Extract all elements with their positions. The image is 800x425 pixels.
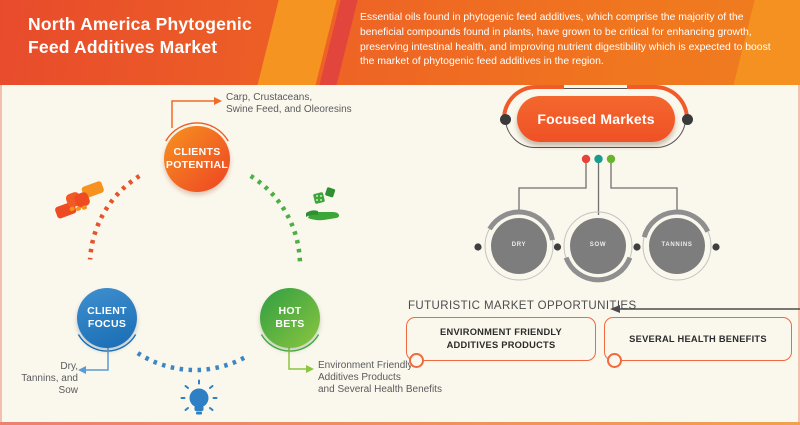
annotation-line: Carp, Crustaceans, bbox=[226, 92, 313, 103]
opportunities-heading: FUTURISTIC MARKET OPPORTUNITIES bbox=[408, 300, 637, 312]
opportunity-box-environment: ENVIRONMENT FRIENDLY ADDITIVES PRODUCTS bbox=[406, 317, 596, 361]
client-focus-label-line1: CLIENT bbox=[87, 304, 127, 317]
annotation-line: Additives Products bbox=[318, 371, 401, 383]
org-connector-lines bbox=[518, 163, 678, 215]
market-dot-red bbox=[581, 154, 591, 164]
dotted-arc-orange bbox=[87, 174, 141, 260]
market-label-tannins: TANNINS bbox=[661, 242, 693, 248]
hot-bets-label-line2: BETS bbox=[275, 318, 305, 330]
lightbulb-icon bbox=[180, 379, 218, 415]
frame-border-bottom bbox=[0, 422, 800, 425]
clients-potential-annotation: Carp, Crustaceans, Swine Feed, and Oleor… bbox=[226, 92, 352, 116]
frame-border-right bbox=[798, 85, 800, 425]
client-focus-label-line2: FOCUS bbox=[87, 318, 127, 330]
clients-potential-connector bbox=[171, 97, 222, 128]
hot-bets-node: HOT BETS bbox=[260, 288, 320, 348]
hot-bets-label-line1: HOT bbox=[278, 304, 302, 317]
market-label-dry: DRY bbox=[511, 242, 527, 248]
client-focus-connector bbox=[78, 346, 109, 374]
market-dot-teal bbox=[594, 154, 603, 164]
market-description: Essential oils found in phytogenic feed … bbox=[360, 12, 771, 68]
focused-markets-pill: Focused Markets bbox=[517, 96, 675, 142]
page-title: North America Phytogenic Feed Additives … bbox=[28, 14, 252, 58]
dotted-arc-blue bbox=[136, 351, 249, 373]
opportunities-arrow bbox=[610, 305, 800, 313]
handshake-icon bbox=[55, 181, 104, 219]
client-focus-annotation: Dry, Tannins, and Sow bbox=[4, 361, 78, 396]
annotation-line: Tannins, and Sow bbox=[21, 372, 78, 396]
focused-markets-side-dot-left bbox=[500, 114, 511, 125]
market-label-sow: SOW bbox=[589, 242, 607, 248]
opportunity-box-corner-circle bbox=[409, 353, 424, 368]
clients-potential-node: CLIENTS POTENTIAL bbox=[164, 126, 230, 192]
dotted-arc-green bbox=[249, 173, 303, 262]
annotation-line: Swine Feed, and Oleoresins bbox=[226, 103, 352, 115]
annotation-line: Dry, bbox=[60, 361, 78, 372]
clients-potential-label-line1: CLIENTS bbox=[173, 145, 221, 158]
annotation-line: Environment Friendly bbox=[318, 360, 413, 371]
client-focus-node: CLIENT FOCUS bbox=[77, 288, 137, 348]
focused-markets-side-dot-right bbox=[682, 114, 693, 125]
annotation-line: and Several Health Benefits bbox=[318, 383, 442, 395]
frame-border-left bbox=[0, 85, 2, 425]
hot-bets-annotation: Environment Friendly Additives Products … bbox=[318, 360, 442, 395]
clients-potential-label-line2: POTENTIAL bbox=[165, 159, 229, 171]
opportunity-box-corner-circle bbox=[607, 353, 622, 368]
opportunity-box-health: SEVERAL HEALTH BENEFITS bbox=[604, 317, 792, 361]
money-hand-icon bbox=[306, 187, 340, 221]
hot-bets-connector bbox=[288, 346, 314, 373]
header-banner: North America Phytogenic Feed Additives … bbox=[0, 0, 800, 85]
market-dot-green bbox=[606, 154, 616, 164]
